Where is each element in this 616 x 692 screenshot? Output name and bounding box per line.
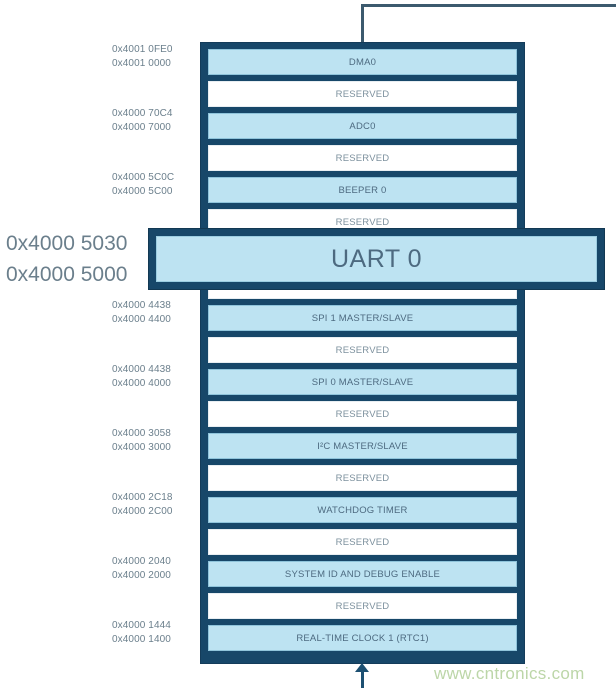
memory-row-label: RESERVED xyxy=(335,536,390,548)
address-high: 0x4000 4438 xyxy=(112,300,171,311)
memory-row-label: SYSTEM ID AND DEBUG ENABLE xyxy=(284,568,441,580)
address-low: 0x4000 3000 xyxy=(112,442,171,453)
memory-row-reserved[interactable]: RESERVED xyxy=(208,465,517,491)
address-label: 0x4000 5C0C 0x4000 5C00 xyxy=(112,171,196,199)
address-low: 0x4000 7000 xyxy=(112,122,171,133)
memory-row-label: RESERVED xyxy=(335,600,390,612)
address-label: 0x4000 1444 0x4000 1400 xyxy=(112,619,196,647)
memory-row-label: WATCHDOG TIMER xyxy=(317,504,408,516)
uart-callout-addresses: 0x4000 5030 0x4000 5000 xyxy=(6,228,142,290)
address-label: 0x4000 4438 0x4000 4400 xyxy=(112,299,196,327)
memory-row-reserved[interactable]: RESERVED xyxy=(208,401,517,427)
bottom-arrow-shaft xyxy=(361,668,364,688)
address-high: 0x4000 2C18 xyxy=(112,492,173,503)
memory-row-label: ADC0 xyxy=(349,120,376,132)
address-high: 0x4000 3058 xyxy=(112,428,171,439)
memory-row-label: RESERVED xyxy=(335,472,390,484)
top-connector-horizontal xyxy=(361,4,616,7)
memory-row-label: RESERVED xyxy=(335,216,390,228)
address-high: 0x4000 5C0C xyxy=(112,172,175,183)
memory-row-label: DMA0 xyxy=(348,56,377,68)
memory-row-peripheral[interactable]: ADC0 xyxy=(208,113,517,139)
memory-row-peripheral[interactable]: SYSTEM ID AND DEBUG ENABLE xyxy=(208,561,517,587)
memory-row-label: BEEPER 0 xyxy=(338,184,387,196)
address-high: 0x4000 4438 xyxy=(112,364,171,375)
memory-row-reserved[interactable]: RESERVED xyxy=(208,81,517,107)
memory-row-label: RESERVED xyxy=(335,408,390,420)
address-label: 0x4000 3058 0x4000 3000 xyxy=(112,427,196,455)
memory-row-label: REAL-TIME CLOCK 1 (RTC1) xyxy=(296,632,429,644)
top-connector-vertical xyxy=(361,4,364,42)
memory-row-peripheral[interactable]: SPI 1 MASTER/SLAVE xyxy=(208,305,517,331)
memory-row-peripheral[interactable]: BEEPER 0 xyxy=(208,177,517,203)
address-label: 0x4000 4438 0x4000 4000 xyxy=(112,363,196,391)
uart-addr-low: 0x4000 5000 xyxy=(6,263,128,286)
memory-row-reserved[interactable]: RESERVED xyxy=(208,529,517,555)
bottom-arrow-head xyxy=(355,663,369,672)
address-low: 0x4000 5C00 xyxy=(112,186,173,197)
address-high: 0x4001 0FE0 xyxy=(112,44,173,55)
address-label: 0x4000 2C18 0x4000 2C00 xyxy=(112,491,196,519)
address-low: 0x4000 4400 xyxy=(112,314,171,325)
memory-row-reserved[interactable]: RESERVED xyxy=(208,593,517,619)
memory-row-peripheral[interactable]: REAL-TIME CLOCK 1 (RTC1) xyxy=(208,625,517,651)
address-label: 0x4001 0FE0 0x4001 0000 xyxy=(112,43,196,71)
address-high: 0x4000 2040 xyxy=(112,556,171,567)
address-label: 0x4000 2040 0x4000 2000 xyxy=(112,555,196,583)
address-label: 0x4000 70C4 0x4000 7000 xyxy=(112,107,196,135)
memory-row-label: RESERVED xyxy=(335,88,390,100)
uart-callout-box[interactable]: UART 0 xyxy=(148,228,605,290)
memory-row-peripheral[interactable]: SPI 0 MASTER/SLAVE xyxy=(208,369,517,395)
memory-row-label: I²C MASTER/SLAVE xyxy=(317,440,408,452)
memory-row-label: SPI 0 MASTER/SLAVE xyxy=(311,376,414,388)
address-low: 0x4000 4000 xyxy=(112,378,171,389)
uart-callout-label: UART 0 xyxy=(156,236,597,282)
memory-row-peripheral[interactable]: I²C MASTER/SLAVE xyxy=(208,433,517,459)
memory-row-reserved[interactable]: RESERVED xyxy=(208,145,517,171)
memory-row-label: RESERVED xyxy=(335,344,390,356)
memory-row-label: SPI 1 MASTER/SLAVE xyxy=(311,312,414,324)
memory-row-label: RESERVED xyxy=(335,152,390,164)
address-high: 0x4000 70C4 xyxy=(112,108,173,119)
address-low: 0x4000 1400 xyxy=(112,634,171,645)
address-low: 0x4001 0000 xyxy=(112,58,171,69)
memory-row-peripheral[interactable]: DMA0 xyxy=(208,49,517,75)
uart-addr-high: 0x4000 5030 xyxy=(6,232,128,255)
memory-row-peripheral[interactable]: WATCHDOG TIMER xyxy=(208,497,517,523)
address-high: 0x4000 1444 xyxy=(112,620,171,631)
memory-row-reserved[interactable]: RESERVED xyxy=(208,337,517,363)
address-low: 0x4000 2C00 xyxy=(112,506,173,517)
watermark: www.cntronics.com xyxy=(434,664,585,683)
address-low: 0x4000 2000 xyxy=(112,570,171,581)
